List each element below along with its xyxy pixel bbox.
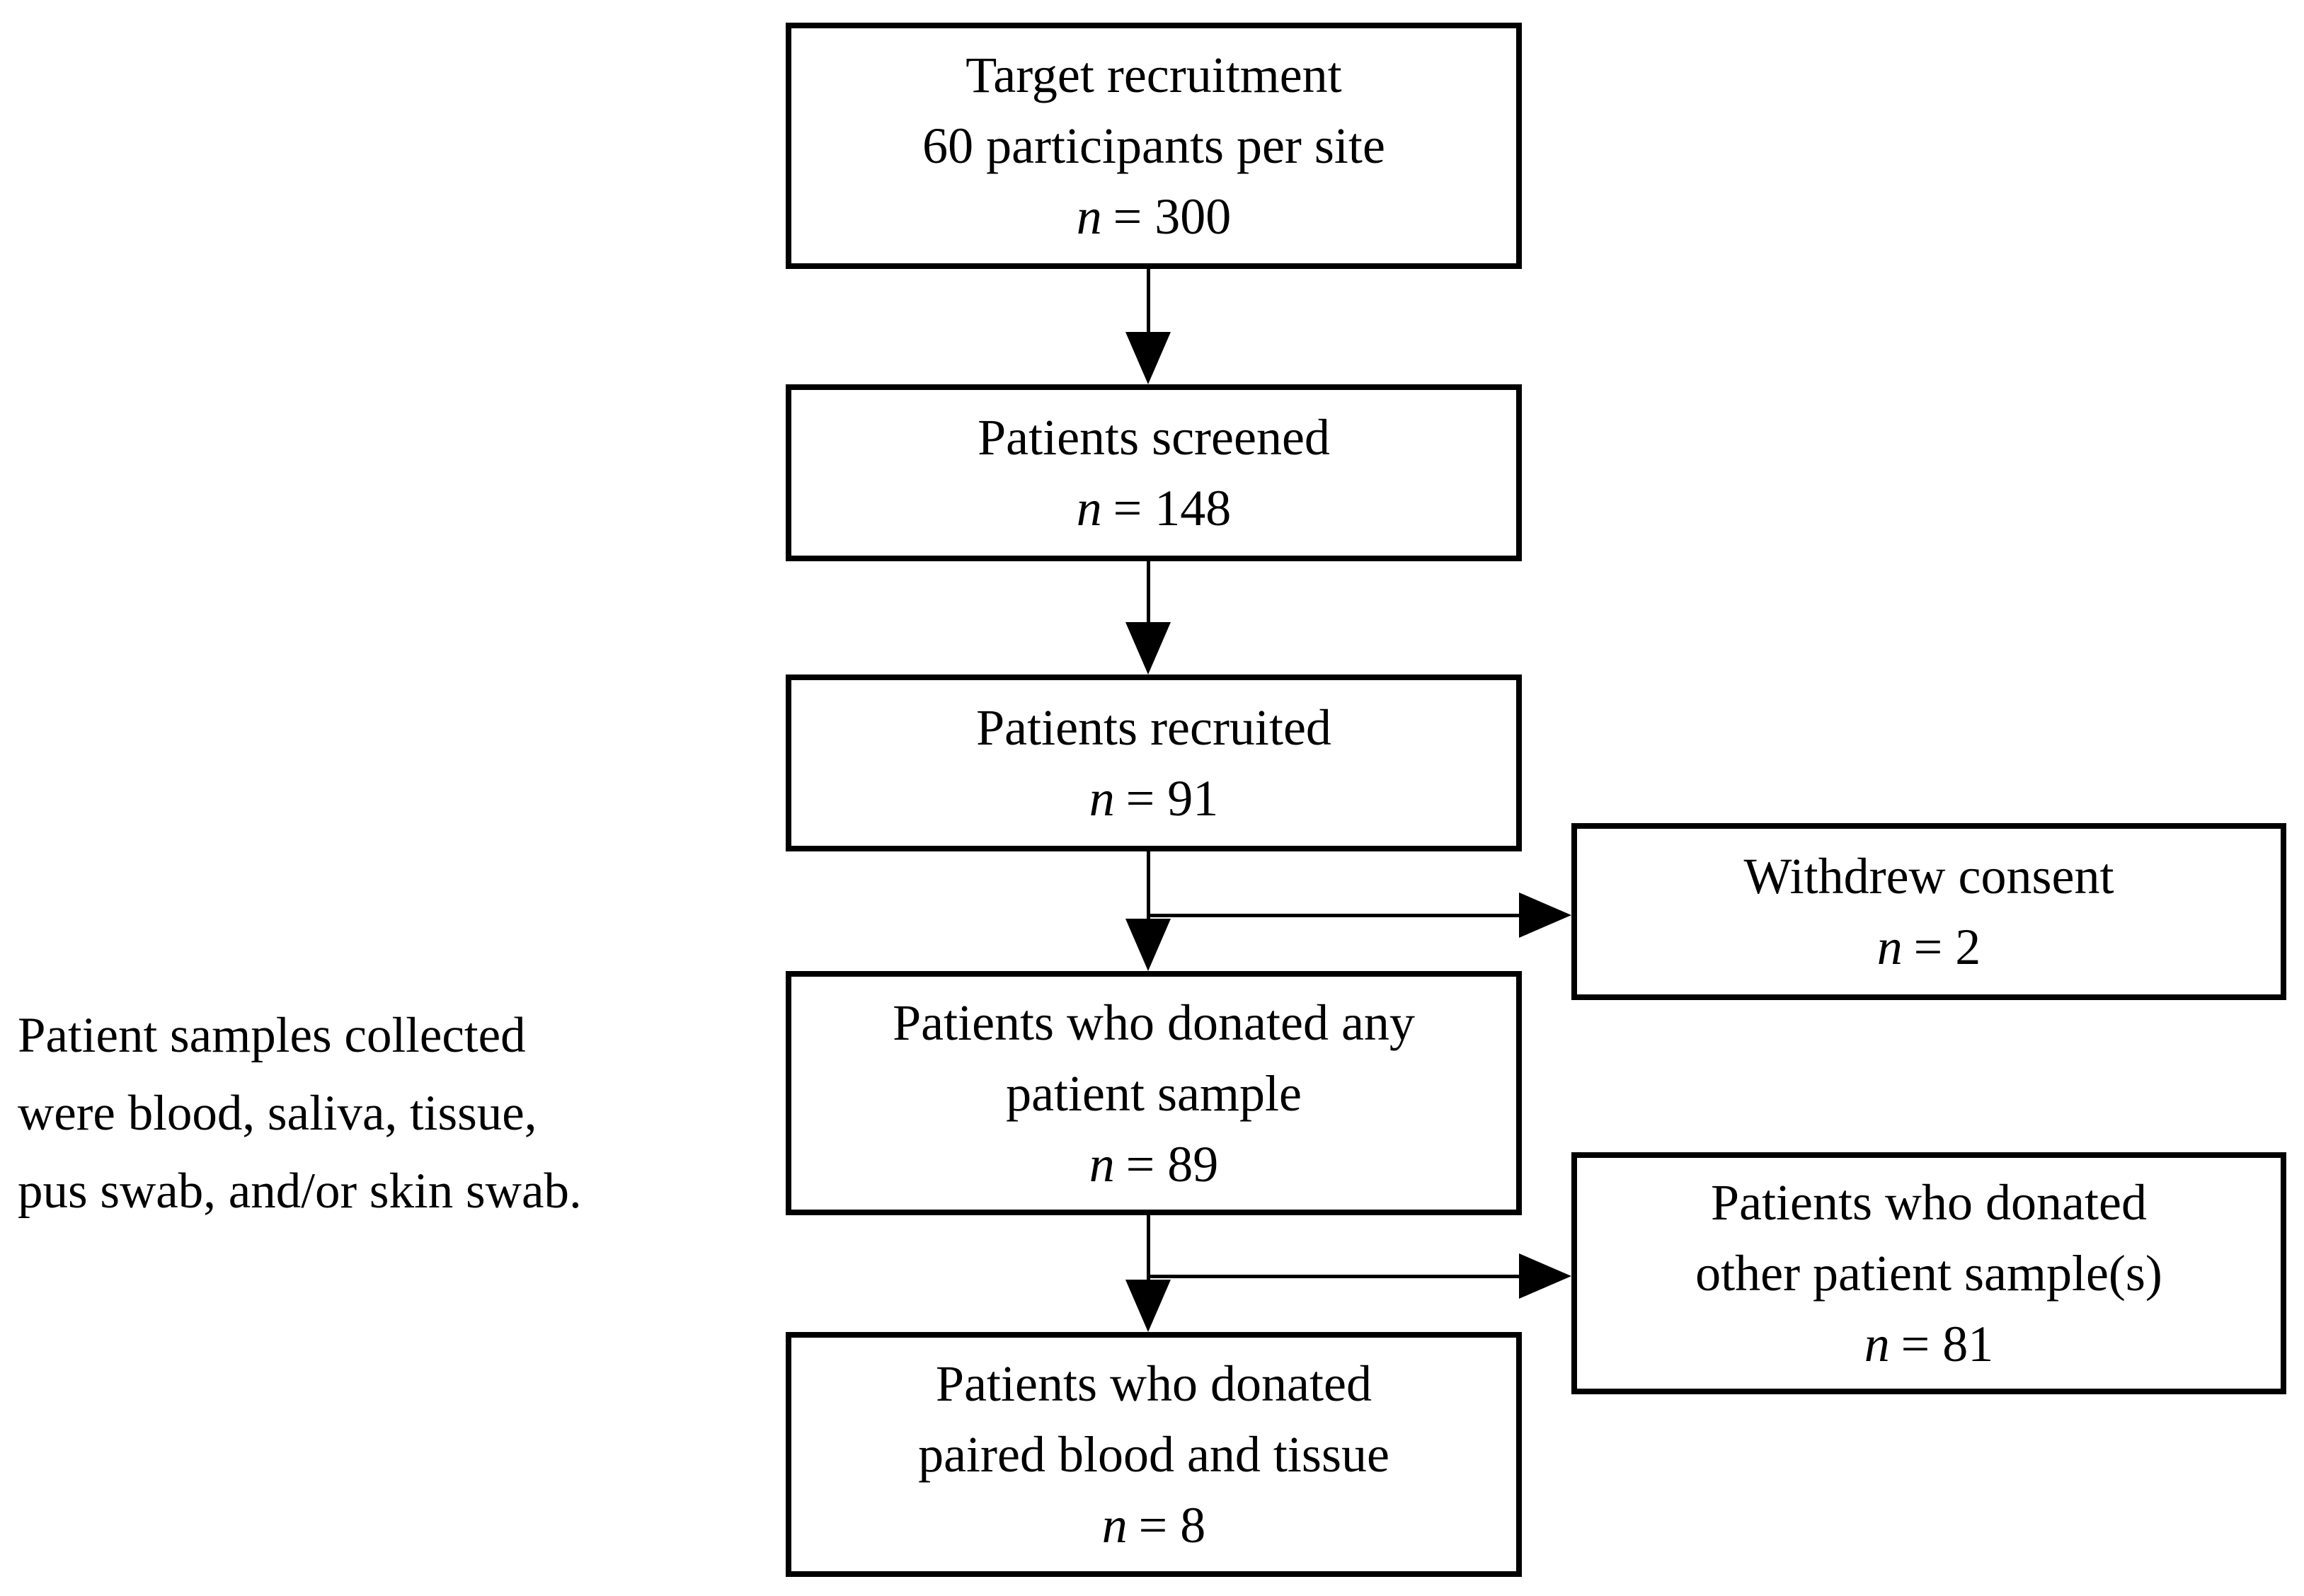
side-note: Patient samples collected were blood, sa… bbox=[18, 997, 582, 1230]
box-text-line: patient sample bbox=[1006, 1064, 1302, 1122]
box-n-count: n= 89 bbox=[1089, 1129, 1218, 1200]
box-text-line: Target recruitment bbox=[965, 47, 1342, 103]
box-text-line: Patients recruited bbox=[976, 699, 1331, 756]
arrowhead-screened-to-recruited bbox=[1125, 622, 1171, 674]
n-symbol: n bbox=[1089, 770, 1115, 827]
box-n-count: n= 91 bbox=[1089, 763, 1218, 834]
n-symbol: n bbox=[1876, 919, 1903, 975]
flow-box-target-recruitment: Target recruitment 60 participants per s… bbox=[786, 23, 1522, 269]
box-n-count: n= 148 bbox=[1077, 473, 1231, 544]
n-symbol: n bbox=[1076, 188, 1102, 245]
box-text-line: Patients screened bbox=[978, 409, 1330, 466]
box-text-line: other patient sample(s) bbox=[1695, 1245, 2162, 1302]
side-note-line: pus swab, and/or skin swab. bbox=[18, 1164, 582, 1219]
n-number: = 8 bbox=[1138, 1497, 1206, 1554]
n-number: = 2 bbox=[1913, 919, 1981, 975]
arrowhead-target-to-screened bbox=[1125, 332, 1171, 384]
n-symbol: n bbox=[1864, 1316, 1890, 1372]
flow-box-withdrew-consent: Withdrew consent n= 2 bbox=[1571, 823, 2286, 1000]
arrow-line-recruited-to-donated-any bbox=[1147, 851, 1150, 922]
box-text-line: Patients who donated bbox=[1711, 1174, 2147, 1231]
n-number: = 81 bbox=[1901, 1316, 1994, 1372]
side-note-line: Patient samples collected bbox=[18, 1008, 526, 1063]
box-n-count: n= 300 bbox=[1077, 181, 1231, 252]
arrow-line-target-to-screened bbox=[1147, 269, 1150, 336]
n-number: = 91 bbox=[1125, 770, 1219, 827]
box-text-line: Withdrew consent bbox=[1743, 848, 2114, 905]
box-text-line: 60 participants per site bbox=[922, 117, 1385, 174]
n-number: = 300 bbox=[1113, 188, 1232, 245]
flow-box-patients-recruited: Patients recruited n= 91 bbox=[786, 674, 1522, 851]
n-number: = 89 bbox=[1125, 1135, 1219, 1193]
arrowhead-donated-any-to-paired bbox=[1125, 1280, 1171, 1332]
box-n-count: n= 8 bbox=[1102, 1490, 1205, 1561]
arrow-line-screened-to-recruited bbox=[1147, 561, 1150, 626]
side-note-line: were blood, saliva, tissue, bbox=[18, 1086, 537, 1141]
flow-box-donated-any-sample: Patients who donated any patient sample … bbox=[786, 971, 1522, 1215]
arrowhead-recruited-to-donated-any bbox=[1125, 919, 1171, 971]
arrow-line-branch-withdrew-consent bbox=[1147, 914, 1525, 917]
n-symbol: n bbox=[1101, 1497, 1128, 1554]
n-symbol: n bbox=[1076, 480, 1102, 536]
box-text-line: Patients who donated any bbox=[893, 994, 1415, 1051]
box-n-count: n= 81 bbox=[1864, 1309, 1993, 1379]
arrowhead-branch-withdrew-consent bbox=[1519, 892, 1571, 938]
n-number: = 148 bbox=[1113, 480, 1232, 536]
arrow-line-donated-any-to-paired bbox=[1147, 1215, 1150, 1283]
n-symbol: n bbox=[1089, 1135, 1115, 1193]
flow-box-patients-screened: Patients screened n= 148 bbox=[786, 384, 1522, 561]
flow-box-donated-paired-blood-tissue: Patients who donated paired blood and ti… bbox=[786, 1332, 1522, 1577]
arrow-line-branch-other-samples bbox=[1147, 1275, 1525, 1278]
arrowhead-branch-other-samples bbox=[1519, 1253, 1571, 1299]
box-text-line: paired blood and tissue bbox=[918, 1426, 1389, 1483]
box-n-count: n= 2 bbox=[1877, 912, 1981, 982]
flow-box-donated-other-samples: Patients who donated other patient sampl… bbox=[1571, 1152, 2286, 1394]
box-text-line: Patients who donated bbox=[936, 1355, 1372, 1412]
